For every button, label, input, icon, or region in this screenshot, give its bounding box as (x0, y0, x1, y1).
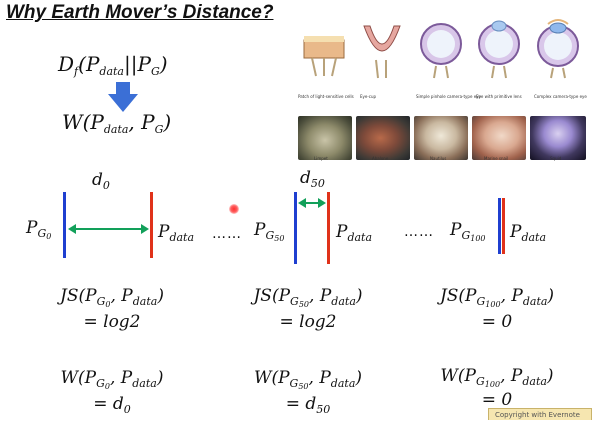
arrow-left-head-icon (68, 224, 76, 234)
w-value-100: = 0 (481, 390, 513, 410)
distance-label-d0: d0 (92, 170, 110, 192)
eye-caption-4: Eye with primitive lens (476, 94, 522, 99)
nautilus-photo (414, 116, 468, 160)
slide-title: Why Earth Mover’s Distance? (6, 2, 274, 23)
light-sensitive-patch-illustration (303, 36, 345, 77)
pg100-label: PG100 (450, 220, 486, 243)
evernote-badge: Copyright with Evernote (488, 408, 592, 420)
generator-distribution-bar-0 (63, 192, 66, 258)
w-expression-0: W(PG0, Pdata) (60, 368, 164, 391)
eye-caption-2: Eye-cup (360, 94, 377, 99)
arrow-right-head-icon-2 (318, 198, 326, 208)
generator-distribution-bar-100 (498, 198, 501, 254)
arrow-left-head-icon-2 (298, 198, 306, 208)
w-value-50: = d50 (285, 394, 331, 416)
js-expression-100: JS(PG100, Pdata) (439, 286, 555, 309)
js-value-100: = 0 (481, 312, 513, 332)
divergence-formula: Df(Pdata||PG) (58, 52, 168, 78)
pdata-label-50: Pdata (336, 222, 373, 244)
js-value-50: = log2 (279, 312, 337, 332)
distance-arrow-50 (304, 202, 320, 204)
w-expression-50: W(PG50, Pdata) (253, 368, 363, 391)
squid-photo (530, 116, 586, 160)
pg50-label: PG50 (254, 220, 285, 243)
eye-caption-1: Patch of light-sensitive cells (298, 94, 354, 99)
data-distribution-bar-100 (502, 198, 505, 254)
pinhole-eye-illustration (420, 23, 462, 79)
pdata-label-0: Pdata (158, 222, 195, 244)
data-distribution-bar-0 (150, 192, 153, 258)
limpet-photo (298, 116, 352, 160)
animal-caption-2: Abalone (372, 156, 389, 161)
distance-arrow-0 (74, 228, 142, 230)
animal-caption-4: Marine snail (484, 156, 509, 161)
eye-evolution-figure: Patch of light-sensitive cells Eye-cup S… (294, 10, 588, 161)
js-expression-50: JS(PG50, Pdata) (253, 286, 363, 309)
w-expression-100: W(PG100, Pdata) (440, 366, 554, 389)
animal-caption-5: Squid (550, 156, 562, 161)
animal-caption-3: Nautilus (430, 156, 447, 161)
ellipsis-1: …… (212, 226, 242, 242)
js-expression-0: JS(PG0, Pdata) (60, 286, 164, 309)
distance-label-d50: d50 (300, 168, 325, 190)
data-distribution-bar-50 (327, 192, 330, 264)
pg0-label: PG0 (26, 218, 52, 241)
eye-caption-3: Simple pinhole camera-type eye (416, 94, 481, 99)
down-arrow-icon (108, 82, 138, 112)
primitive-lens-eye-illustration (478, 20, 520, 79)
wasserstein-formula: W(Pdata, PG) (62, 110, 172, 136)
eye-caption-5: Complex camera-type eye (534, 94, 587, 99)
arrow-right-head-icon (141, 224, 149, 234)
js-value-0: = log2 (83, 312, 141, 332)
w-value-0: = d0 (93, 394, 131, 416)
ellipsis-2: …… (404, 224, 434, 240)
pdata-label-100: Pdata (510, 222, 547, 244)
marine-snail-photo (472, 116, 526, 160)
abalone-photo (356, 116, 410, 160)
animal-caption-1: Limpet (314, 156, 328, 161)
camera-eye-illustration (537, 19, 579, 79)
eye-cup-illustration (363, 25, 401, 79)
generator-distribution-bar-50 (294, 192, 297, 264)
laser-pointer (229, 204, 239, 214)
